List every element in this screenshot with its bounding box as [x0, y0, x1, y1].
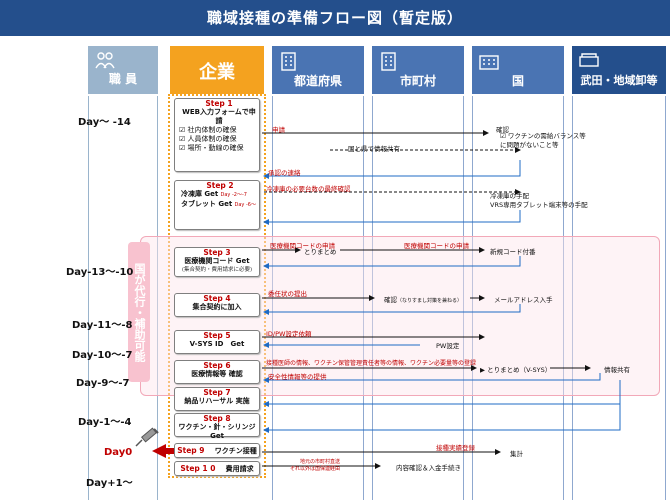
node-tablet-arrange: VRS専用タブレット端末等の手配	[490, 201, 588, 209]
building-icon	[281, 52, 296, 71]
column-header-employee: 職 員	[88, 46, 158, 94]
node-freezer-arrange: 冷凍庫の手配	[490, 192, 529, 200]
node-tally: 集計	[510, 450, 523, 458]
step-5-box: Step 5 V-SYS ID Get	[174, 330, 260, 354]
node-kakunin: 確認	[496, 126, 509, 134]
column-header-prefecture: 都道府県	[272, 46, 364, 94]
edge-label-freezer-confirm: 冷凍庫の必要台数の最終確認	[266, 185, 351, 193]
step-number: Step 6	[203, 361, 231, 370]
column-label-employee: 職 員	[108, 72, 138, 86]
column-header-company: 企業	[170, 46, 264, 94]
node-new-code: 新規コード付番	[490, 248, 536, 256]
step-title: ワクチン・針・シリンジ Get	[178, 423, 256, 440]
day-label: Day-13～-10	[66, 267, 134, 278]
node-matome-vsys: ▶ とりまとめ（V-SYS）	[480, 366, 552, 374]
day-label: Day0	[104, 447, 133, 458]
column-header-country: 国	[472, 46, 564, 94]
column-label-prefecture: 都道府県	[293, 74, 342, 88]
column-header-municipality: 市町村	[372, 46, 464, 94]
step-title: ワクチン接種	[214, 447, 257, 455]
step-check-item: ☑ 場所・動線の確保	[179, 144, 244, 152]
edge-label-shinsei: 申請	[272, 126, 285, 134]
day-label: Day-11～-8	[72, 320, 133, 331]
step-4-box: Step 4 集合契約に加入	[174, 293, 260, 317]
edge-label-idpw-request: ID/PW設定依頼	[266, 330, 312, 338]
node-kakunin-detail: ☑ ワクチンの需給バランス等に問題がないこと等	[500, 132, 586, 149]
step-8-box: Step 8 ワクチン・針・シリンジ Get	[174, 413, 260, 440]
edge-label-code-apply: 医療機関コードの申請	[270, 242, 335, 250]
step-number: Step 1 0	[180, 464, 216, 473]
step-title: 医療機関コード Get	[184, 257, 250, 265]
edge-label-safety-info: 安全性情報等の提供	[268, 373, 327, 381]
step-3-box: Step 3 医療機関コード Get (集合契約・費用請求に必要)	[174, 247, 260, 277]
node-mail-address: メールアドレス入手	[494, 296, 553, 304]
step-title: V-SYS ID Get	[189, 340, 245, 348]
edge-label-report: 接種実績登録	[436, 444, 475, 452]
step-line: 冷凍庫 Get Day -2～-7	[181, 190, 247, 198]
column-label-distributor: 武田・地域卸等	[580, 74, 658, 87]
step-subtitle: (集合契約・費用請求に必要)	[181, 267, 253, 273]
step-check-item: ☑ 人員体制の確保	[179, 135, 237, 143]
step-number: Step 3	[203, 248, 231, 257]
column-label-country: 国	[511, 74, 524, 88]
building-icon	[381, 52, 396, 71]
step-number: Step 8	[203, 414, 231, 423]
edge-label-doctor-info: 接種医師の情報、ワクチン保管管理責任者等の情報、ワクチン必要量等の登録	[266, 360, 477, 367]
day-label: Day-9～-7	[76, 378, 130, 389]
node-pw-setting: PW設定	[436, 342, 460, 350]
red-arrow-left-icon	[152, 444, 174, 458]
step-1-box: Step 1 WEB入力フォームで申請 ☑ 社内体制の確保 ☑ 人員体制の確保 …	[174, 98, 260, 172]
proxy-label: 国が代行・補助可能	[128, 242, 150, 382]
step-title: 集合契約に加入	[192, 303, 242, 311]
lane-country	[472, 96, 564, 500]
lane-distributor	[572, 96, 666, 500]
day-label: Day-10～-7	[72, 350, 133, 361]
step-6-box: Step 6 医療情報等 確認	[174, 360, 260, 384]
step-line: タブレット Get Day -6～	[181, 200, 256, 208]
step-2-box: Step 2 冷凍庫 Get Day -2～-7 タブレット Get Day -…	[174, 180, 260, 230]
edge-label-billing-note-2: それ以外は国保連経由	[290, 466, 341, 472]
day-label: Day-1～-4	[78, 417, 132, 428]
step-number: Step 7	[203, 388, 231, 397]
step-check-item: ☑ 社内体制の確保	[179, 126, 237, 134]
edge-label-code-apply-2: 医療機関コードの申請	[404, 242, 469, 250]
edge-label-power-of-attorney: 委任状の提出	[268, 290, 307, 298]
step-number: Step 4	[203, 294, 231, 303]
step-number: Step 9	[177, 446, 205, 455]
government-building-icon	[479, 55, 499, 70]
people-icon	[95, 52, 115, 69]
node-kakunin-proxy: 確認（なりすまし対策を兼ねる）	[384, 296, 463, 304]
node-info-share: 情報共有	[604, 366, 630, 374]
syringe-icon	[135, 427, 159, 447]
step-number: Step 5	[203, 331, 231, 340]
day-label: Day～ -14	[78, 117, 131, 128]
edge-label-approval: 承認の連絡	[268, 169, 301, 177]
column-label-municipality: 市町村	[399, 74, 436, 88]
step-7-box: Step 7 納品リハーサル 実施	[174, 387, 260, 411]
step-title: 費用請求	[225, 465, 254, 473]
step-9-box: Step 9 ワクチン接種	[174, 443, 260, 458]
step-10-box: Step 1 0 費用請求	[174, 461, 260, 476]
step-title: 医療情報等 確認	[191, 370, 243, 378]
column-label-company: 企業	[199, 62, 235, 83]
truck-icon	[579, 53, 599, 67]
page-title: 職域接種の準備フロー図（暫定版）	[0, 0, 670, 36]
edge-label-billing-note: 地元の市町村直送	[300, 459, 341, 465]
node-matome: とりまとめ	[304, 248, 337, 256]
day-label: Day+1～	[86, 478, 133, 489]
step-number: Step 1	[205, 99, 233, 108]
node-review-pay: 内容確認＆入金手続き	[396, 464, 461, 472]
step-title: WEB入力フォームで申請	[182, 108, 256, 125]
column-header-distributor: 武田・地域卸等	[572, 46, 666, 94]
edge-label-info-share: 国と県で情報共有	[348, 145, 400, 153]
step-number: Step 2	[206, 181, 234, 190]
step-title: 納品リハーサル 実施	[184, 397, 250, 405]
